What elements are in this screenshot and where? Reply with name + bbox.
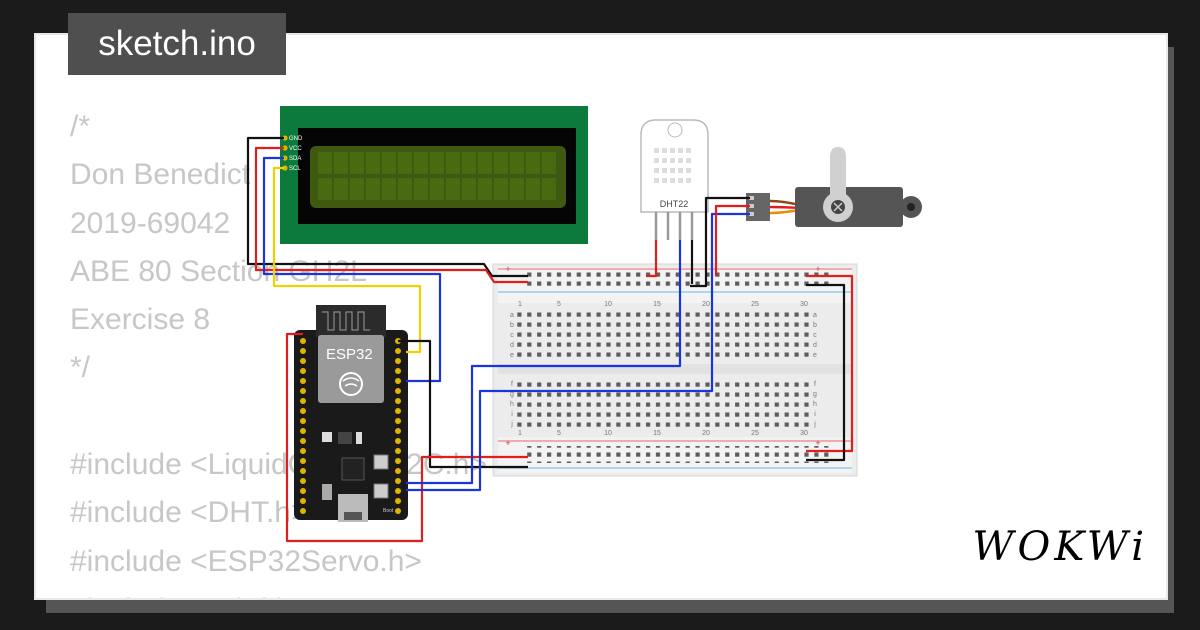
bb-col-label: 30 bbox=[800, 430, 808, 437]
bb-row-label: i bbox=[814, 411, 816, 418]
espressif-logo-icon bbox=[339, 372, 363, 396]
bb-col-label: 1 bbox=[518, 301, 522, 308]
lcd-pin-label: SDA bbox=[289, 156, 301, 162]
esp32-board[interactable]: ESP32 Boot bbox=[294, 305, 408, 522]
bb-row-label: a bbox=[813, 312, 817, 319]
svg-text:+: + bbox=[505, 438, 510, 448]
code-line: #include <DHT.h> bbox=[70, 496, 309, 530]
bb-col-label: 20 bbox=[702, 430, 710, 437]
bb-row-label: d bbox=[510, 342, 514, 349]
bb-col-label: 15 bbox=[653, 301, 661, 308]
bb-col-label: 10 bbox=[604, 301, 612, 308]
code-line: #include <WiFi.h> bbox=[70, 586, 487, 598]
code-line: */ bbox=[70, 351, 91, 385]
bb-row-label: h bbox=[510, 401, 514, 408]
code-line: 2019-69042 bbox=[70, 206, 231, 240]
lcd-pin-label: GND bbox=[289, 136, 303, 142]
servo-motor[interactable] bbox=[746, 147, 922, 227]
bb-row-label: e bbox=[510, 352, 514, 359]
dht22-label: DHT22 bbox=[660, 199, 689, 209]
bb-row-label: f bbox=[511, 381, 513, 388]
bb-row-label: j bbox=[510, 421, 513, 428]
wires bbox=[246, 136, 854, 543]
bb-col-label: 20 bbox=[702, 301, 710, 308]
bb-row-label: h bbox=[813, 401, 817, 408]
wokwi-logo: WOKWi bbox=[972, 524, 1148, 570]
lcd-pin-label: VCC bbox=[289, 146, 302, 152]
esp32-label: ESP32 bbox=[326, 346, 373, 363]
bb-col-label: 5 bbox=[557, 301, 561, 308]
filename-tab[interactable]: sketch.ino bbox=[68, 13, 286, 75]
boot-label: Boot bbox=[383, 508, 394, 514]
bb-row-label: c bbox=[510, 332, 514, 339]
svg-text:+: + bbox=[505, 264, 510, 274]
bb-row-label: j bbox=[813, 421, 816, 428]
breadboard[interactable]: 1 5 10 15 20 25 30 1 5 10 15 20 25 30 a … bbox=[492, 263, 858, 477]
bb-col-label: 25 bbox=[751, 430, 759, 437]
lcd-display[interactable]: GND VCC SDA SCL bbox=[280, 106, 588, 244]
bb-col-label: 10 bbox=[604, 430, 612, 437]
bb-col-label: 5 bbox=[557, 430, 561, 437]
code-line: /* bbox=[70, 110, 91, 143]
bb-row-label: b bbox=[510, 322, 514, 329]
dht22-sensor[interactable]: DHT22 bbox=[640, 119, 709, 240]
svg-text:+: + bbox=[815, 438, 820, 448]
bb-col-label: 30 bbox=[800, 301, 808, 308]
bb-row-label: e bbox=[813, 352, 817, 359]
bb-row-label: c bbox=[813, 332, 817, 339]
bb-col-label: 25 bbox=[751, 301, 759, 308]
lcd-pin-label: SCL bbox=[289, 166, 301, 172]
svg-text:+: + bbox=[815, 264, 820, 274]
bb-row-label: g bbox=[510, 391, 514, 398]
bb-col-label: 15 bbox=[653, 430, 661, 437]
code-line: Exercise 8 bbox=[70, 303, 211, 337]
bb-row-label: g bbox=[813, 391, 817, 398]
bb-row-label: a bbox=[510, 312, 514, 319]
usb-port-icon bbox=[344, 512, 362, 520]
code-line: #include <ESP32Servo.h> bbox=[70, 544, 422, 578]
bb-col-label: 1 bbox=[518, 430, 522, 437]
bb-row-label: i bbox=[511, 411, 513, 418]
bb-row-label: d bbox=[813, 342, 817, 349]
code-line: Don Benedict bbox=[70, 158, 251, 192]
bb-row-label: f bbox=[814, 381, 816, 388]
bb-row-label: b bbox=[813, 322, 817, 329]
